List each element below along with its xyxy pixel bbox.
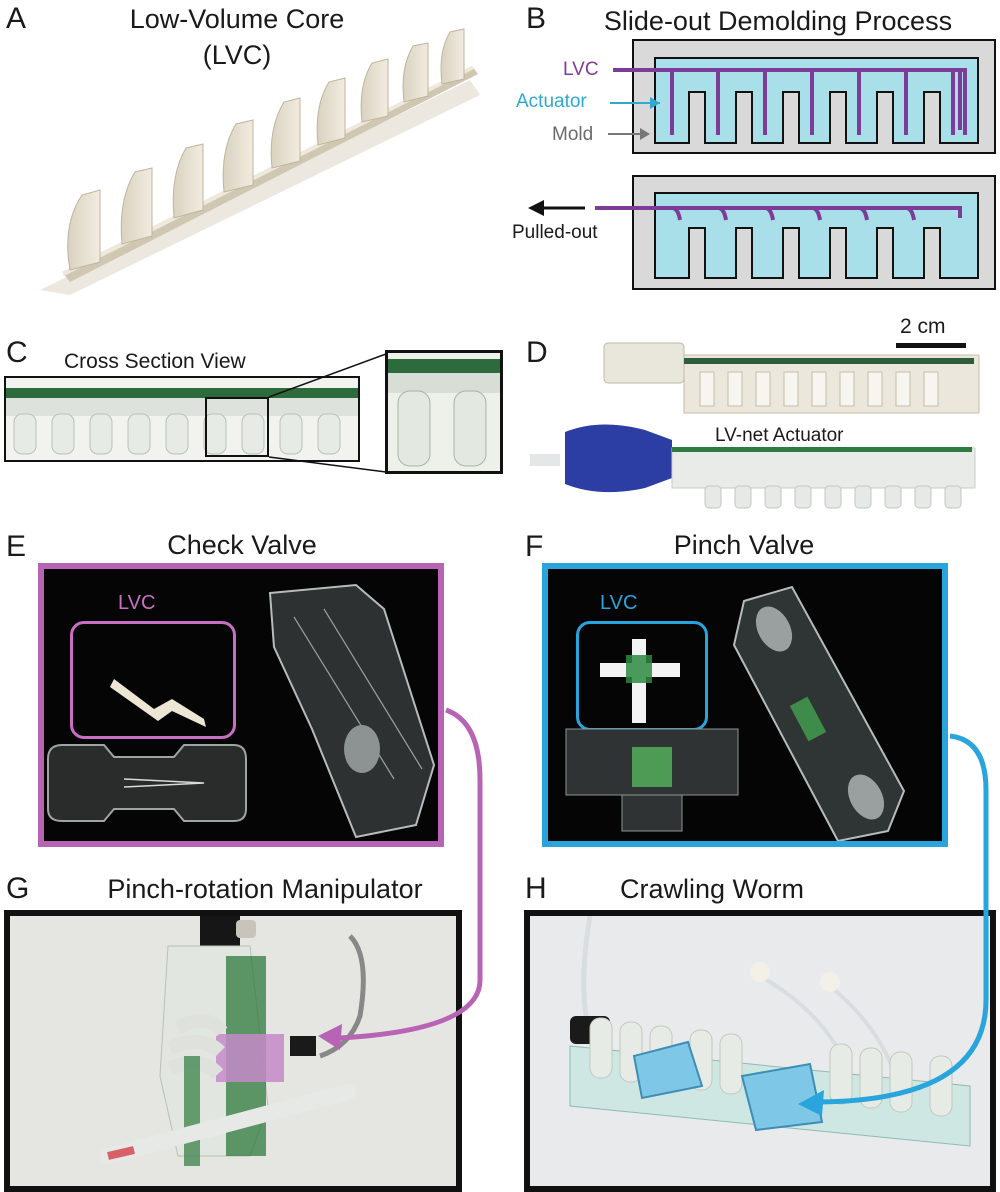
- lvc-photo: [40, 28, 480, 295]
- label-lvc: LVC: [563, 59, 599, 80]
- check-valve-frame: [38, 563, 444, 847]
- panel-c-title: Cross Section View: [64, 350, 246, 373]
- label-mold: Mold: [552, 124, 594, 145]
- panel-letter-f: F: [525, 530, 544, 563]
- manipulator-photo: [4, 910, 462, 1192]
- panel-h-title: Crawling Worm: [619, 874, 805, 904]
- panel-b-title: Slide-out Demolding Process: [603, 6, 953, 36]
- scale-bar-label: 2 cm: [900, 315, 946, 338]
- panel-letter-b: B: [526, 2, 547, 35]
- panel-a-title-line1: Low-Volume Core: [129, 4, 345, 34]
- cross-section-photo: [4, 376, 360, 462]
- demolding-diagram: [528, 39, 996, 290]
- worm-photo: [524, 910, 996, 1192]
- panel-e-title: Check Valve: [167, 530, 317, 560]
- pinch-valve-inset-label: LVC: [600, 592, 638, 614]
- pinch-valve-frame: [542, 563, 948, 847]
- panel-letter-d: D: [526, 336, 548, 369]
- check-valve-inset: [70, 621, 236, 739]
- zoom-lines: [268, 353, 387, 473]
- zoom-box: [205, 397, 269, 457]
- lv-net-label: LV-net Actuator: [715, 425, 844, 446]
- panel-letter-e: E: [6, 530, 27, 563]
- panel-letter-c: C: [6, 336, 28, 369]
- label-actuator: Actuator: [516, 91, 587, 112]
- check-valve-inset-label: LVC: [118, 592, 156, 614]
- panel-letter-a: A: [6, 2, 27, 35]
- lv-net-photo: [530, 342, 980, 509]
- label-pulled-out: Pulled-out: [512, 222, 598, 243]
- panel-a-title-line2: (LVC): [202, 40, 272, 70]
- scale-bar: [896, 343, 966, 348]
- panel-f-title: Pinch Valve: [673, 530, 815, 560]
- panel-letter-h: H: [525, 872, 547, 905]
- panel-letter-g: G: [6, 872, 30, 905]
- cross-section-zoom-photo: [385, 350, 503, 474]
- panel-g-title: Pinch-rotation Manipulator: [107, 874, 423, 904]
